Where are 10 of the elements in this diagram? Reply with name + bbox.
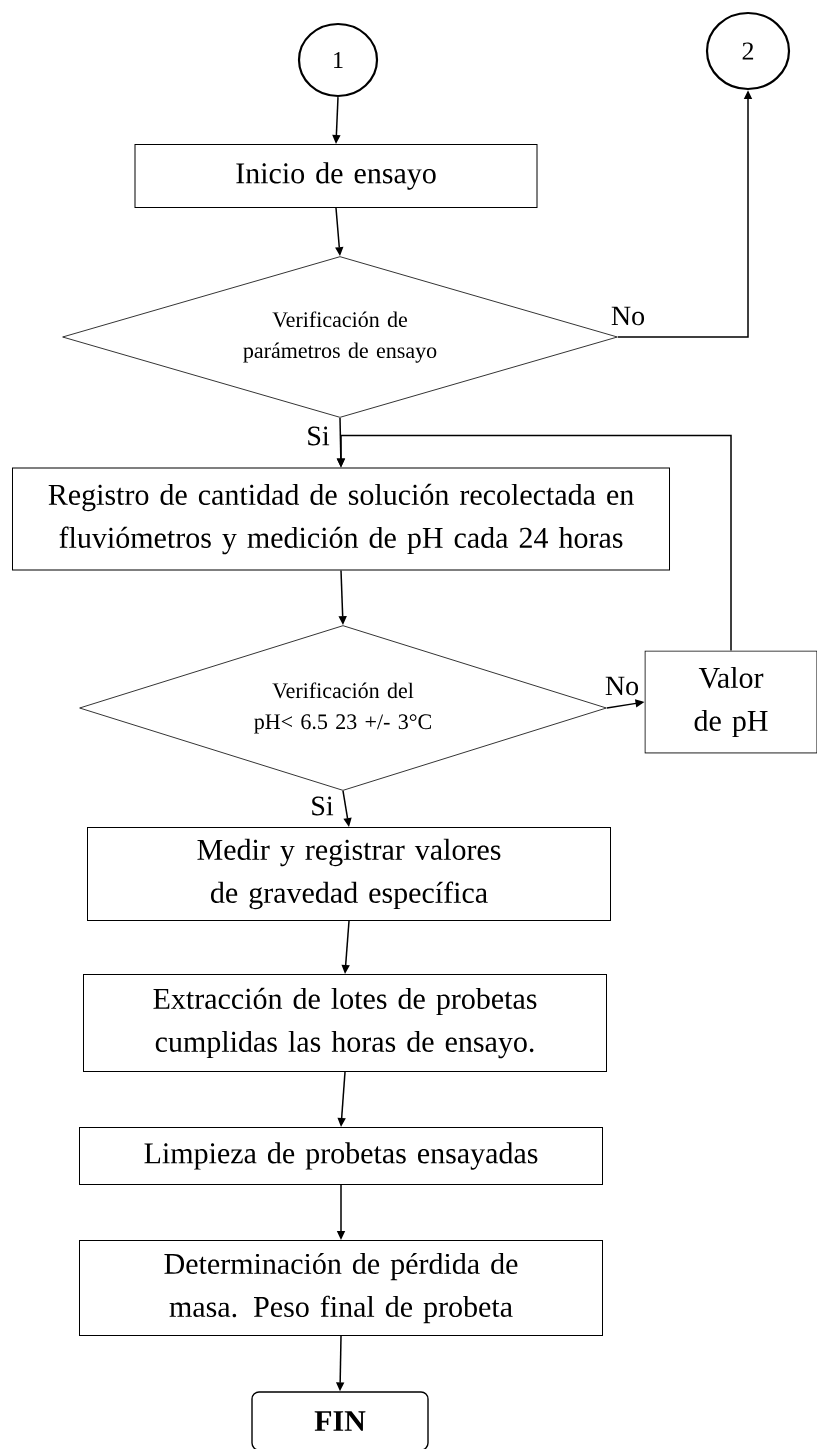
terminal-box: FIN — [251, 1391, 429, 1449]
process-box: Valor de pH — [644, 650, 817, 754]
edge-label: Si — [309, 795, 335, 817]
process-box: Medir y registrar valores de gravedad específica — [87, 827, 611, 921]
process-box: Extracción de lotes de probetas cumplidas las horas de ensayo. — [83, 974, 607, 1072]
process-box: Registro de cantidad de solución recolectada en fluviómetros y medición de pH cada 24 horas — [12, 467, 670, 571]
edge-label: Si — [305, 425, 331, 447]
process-box: Determinación de pérdida de masa. Peso final de probeta — [79, 1240, 603, 1336]
process-box: Limpieza de probetas ensayadas — [79, 1127, 603, 1185]
process-box: Inicio de ensayo — [134, 144, 538, 208]
